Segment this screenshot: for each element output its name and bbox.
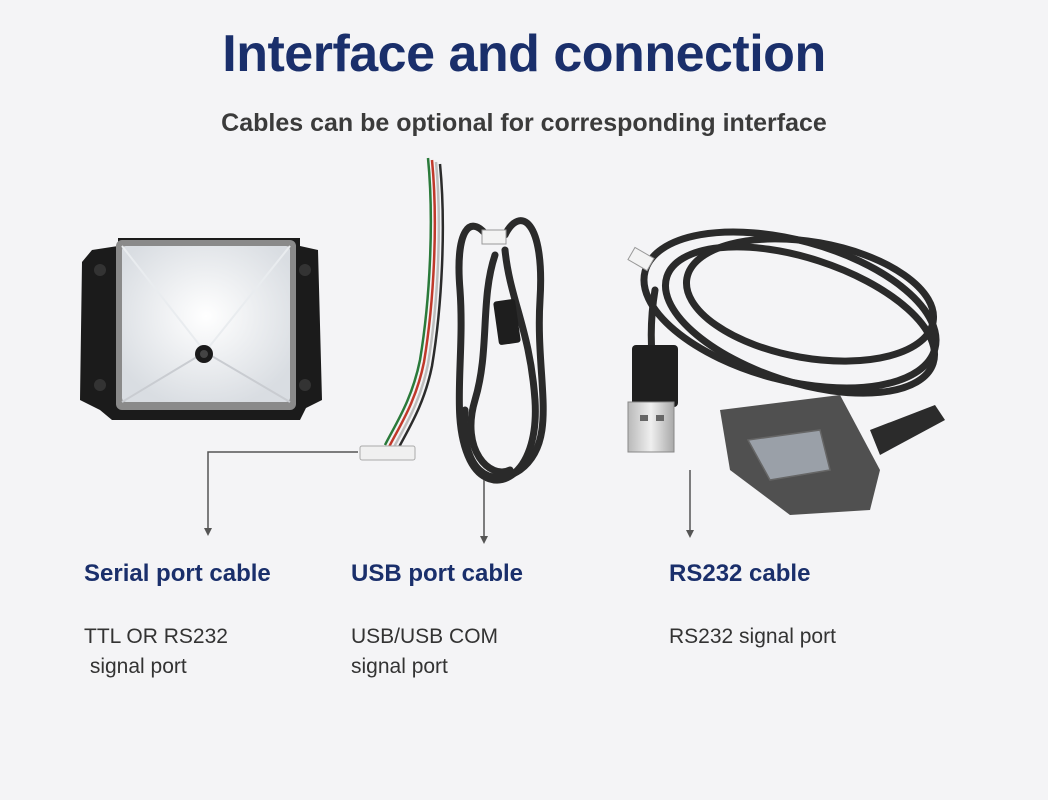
serial-cable-desc-line2: signal port: [84, 655, 187, 678]
arrow-down-icon: [204, 528, 212, 536]
page-title: Interface and connection: [222, 25, 826, 83]
rs232-cable-image: [627, 228, 945, 515]
usb-cable-title: USB port cable: [351, 560, 524, 587]
rs232-cable-desc-line1: RS232 signal port: [669, 625, 836, 648]
rs232-cable-title: RS232 cable: [669, 560, 811, 587]
serial-cable-title: Serial port cable: [84, 560, 271, 587]
serial-cable-desc: TTL OR RS232 signal port: [84, 622, 228, 682]
rs232-cable-desc: RS232 signal port: [669, 622, 836, 652]
serial-wire-image: [359, 157, 445, 461]
usb-cable-desc-line1: USB/USB COM: [351, 625, 499, 648]
usb-cable-desc-line2: signal port: [351, 655, 448, 678]
arrow-down-icon: [686, 530, 694, 538]
usb-cable-desc: USB/USB COM signal port: [351, 622, 498, 682]
arrow-down-icon: [480, 536, 488, 544]
serial-cable-desc-line1: TTL OR RS232: [84, 625, 228, 648]
leader-serial: [207, 451, 358, 530]
page-subtitle: Cables can be optional for corresponding…: [221, 109, 827, 137]
scanner-module-image: [80, 238, 322, 420]
usb-cable-image: [455, 217, 547, 484]
